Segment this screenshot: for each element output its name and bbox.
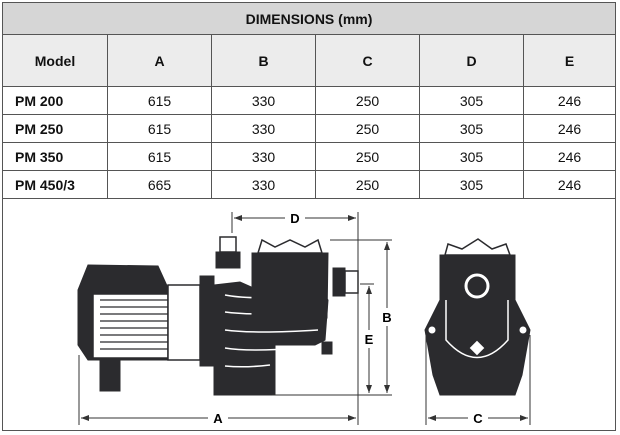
pump-side-view — [77, 236, 359, 396]
cell-model: PM 250 — [2, 114, 108, 143]
dimension-label-e: E — [365, 332, 374, 347]
dimension-lines — [78, 212, 531, 425]
dimensions-table: DIMENSIONS (mm) Model A B C D E PM 200 6… — [2, 2, 616, 199]
dimension-label-c: C — [473, 411, 483, 426]
cell-c: 250 — [315, 170, 420, 199]
cell-d: 305 — [419, 86, 524, 115]
table-row: PM 250 615 330 250 305 246 — [2, 114, 616, 143]
cell-d: 305 — [419, 170, 524, 199]
cell-a: 615 — [107, 142, 212, 171]
cell-e: 246 — [523, 86, 616, 115]
cell-c: 250 — [315, 86, 420, 115]
cell-e: 246 — [523, 170, 616, 199]
header-d: D — [419, 34, 524, 87]
table-row: PM 200 615 330 250 305 246 — [2, 86, 616, 115]
cell-model: PM 450/3 — [2, 170, 108, 199]
dimension-label-d: D — [290, 211, 299, 226]
cell-d: 305 — [419, 114, 524, 143]
header-e: E — [523, 34, 616, 87]
cell-model: PM 200 — [2, 86, 108, 115]
cell-e: 246 — [523, 142, 616, 171]
table-row: PM 450/3 665 330 250 305 246 — [2, 170, 616, 199]
cell-b: 330 — [211, 170, 316, 199]
header-b: B — [211, 34, 316, 87]
header-c: C — [315, 34, 420, 87]
pump-front-view — [424, 238, 531, 396]
dimension-label-a: A — [213, 411, 223, 426]
cell-model: PM 350 — [2, 142, 108, 171]
dimension-label-b: B — [382, 310, 391, 325]
cell-e: 246 — [523, 114, 616, 143]
cell-a: 665 — [107, 170, 212, 199]
